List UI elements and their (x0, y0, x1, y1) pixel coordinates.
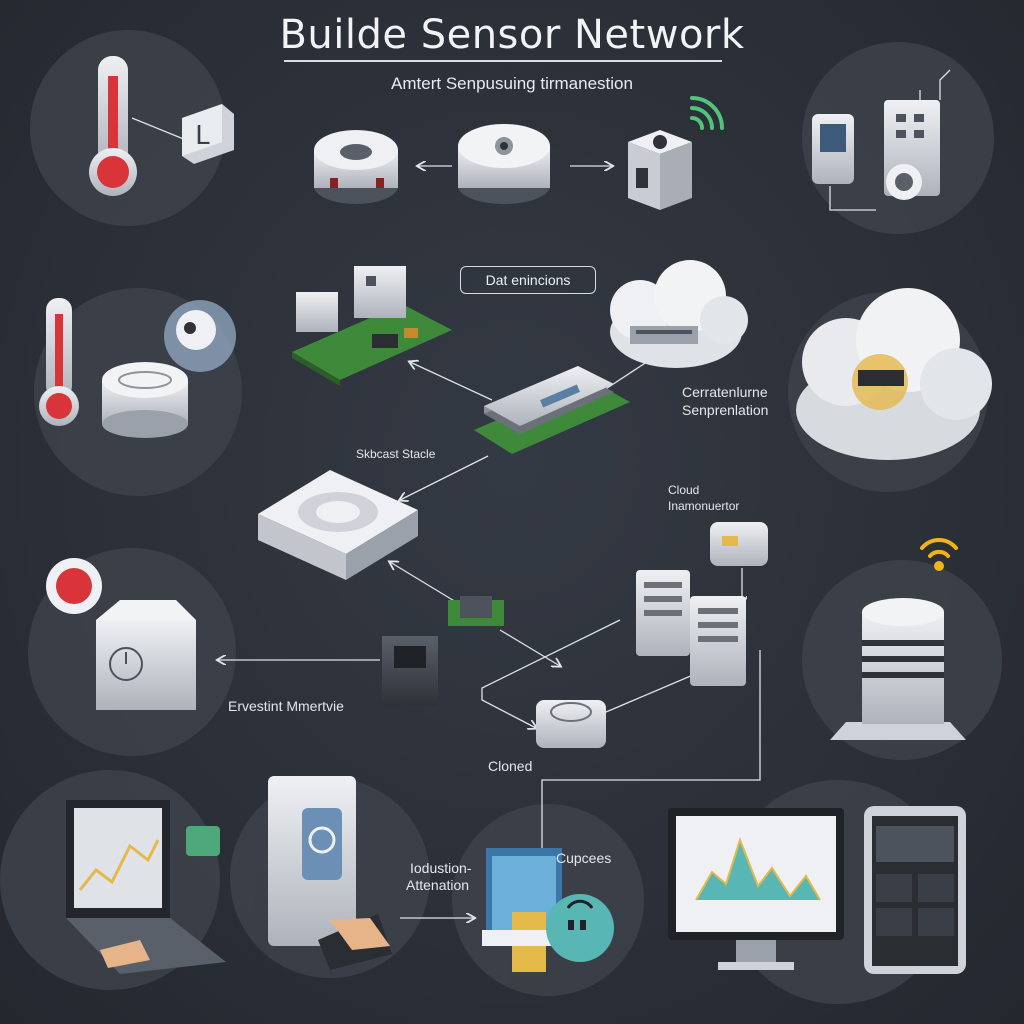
hand-icon (330, 918, 390, 950)
svg-text:L: L (195, 121, 211, 151)
gateway-icon (536, 700, 606, 748)
arrow-icon (390, 562, 457, 603)
server-rack-icon (636, 522, 768, 686)
arrow-icon (542, 650, 761, 860)
page-subtitle: Amtert Senpusuing tirmanestion (391, 74, 633, 93)
laptop-icon (66, 800, 226, 974)
thermometer-icon (39, 298, 79, 426)
cloud-icon (796, 288, 992, 460)
arrow-icon (400, 455, 489, 500)
cloud-monitor-label-line2: Inamonuertor (668, 499, 740, 513)
arrow-icon (605, 672, 700, 713)
wall-panel-icon (812, 69, 951, 211)
chip-icon (474, 366, 630, 454)
smoke-detector-icon (458, 124, 550, 204)
monitor-icon (668, 808, 844, 970)
cloud-icon (610, 260, 748, 368)
stack-label: Skbcast Stacle (356, 447, 436, 461)
hand-icon (100, 940, 150, 968)
server-rack-icon (830, 598, 966, 740)
induction-label-line2: Attenation (406, 877, 470, 893)
data-box-label: Dat enincions (460, 266, 596, 294)
arrow-icon (410, 362, 493, 401)
hub-icon (258, 470, 418, 580)
wall-panel-icon (46, 558, 196, 710)
tablet-icon (268, 776, 392, 970)
cloud-monitor-label-line1: Cloud (668, 483, 700, 497)
cloned-label: Cloned (488, 758, 533, 774)
thermometer-icon (89, 56, 137, 196)
page-title: Builde Sensor Network (279, 12, 745, 58)
cupcees-label: Cupcees (556, 850, 612, 866)
cloud-right-label-line1: Cerratenlurne (682, 384, 768, 400)
tablet-icon (864, 806, 966, 974)
monitor-icon (482, 848, 614, 972)
camera-cube-icon (628, 130, 692, 210)
arrow-icon (131, 117, 187, 141)
pcb-module-icon (292, 266, 452, 386)
wifi-icon (920, 537, 958, 571)
induction-label-line1: Iodustion- (410, 860, 472, 876)
arrow-icon (481, 619, 621, 728)
event-label: Ervestint Mmertvie (228, 698, 344, 714)
arrow-icon (499, 629, 560, 666)
title-underline (284, 60, 722, 62)
gateway-icon (382, 636, 438, 706)
chip-icon (448, 596, 504, 626)
smoke-detector-icon (102, 300, 236, 438)
display-box-icon: L (182, 104, 234, 164)
smoke-detector-icon (314, 130, 398, 204)
wifi-icon (690, 96, 724, 130)
cloud-right-label-line2: Senprenlation (682, 402, 769, 418)
